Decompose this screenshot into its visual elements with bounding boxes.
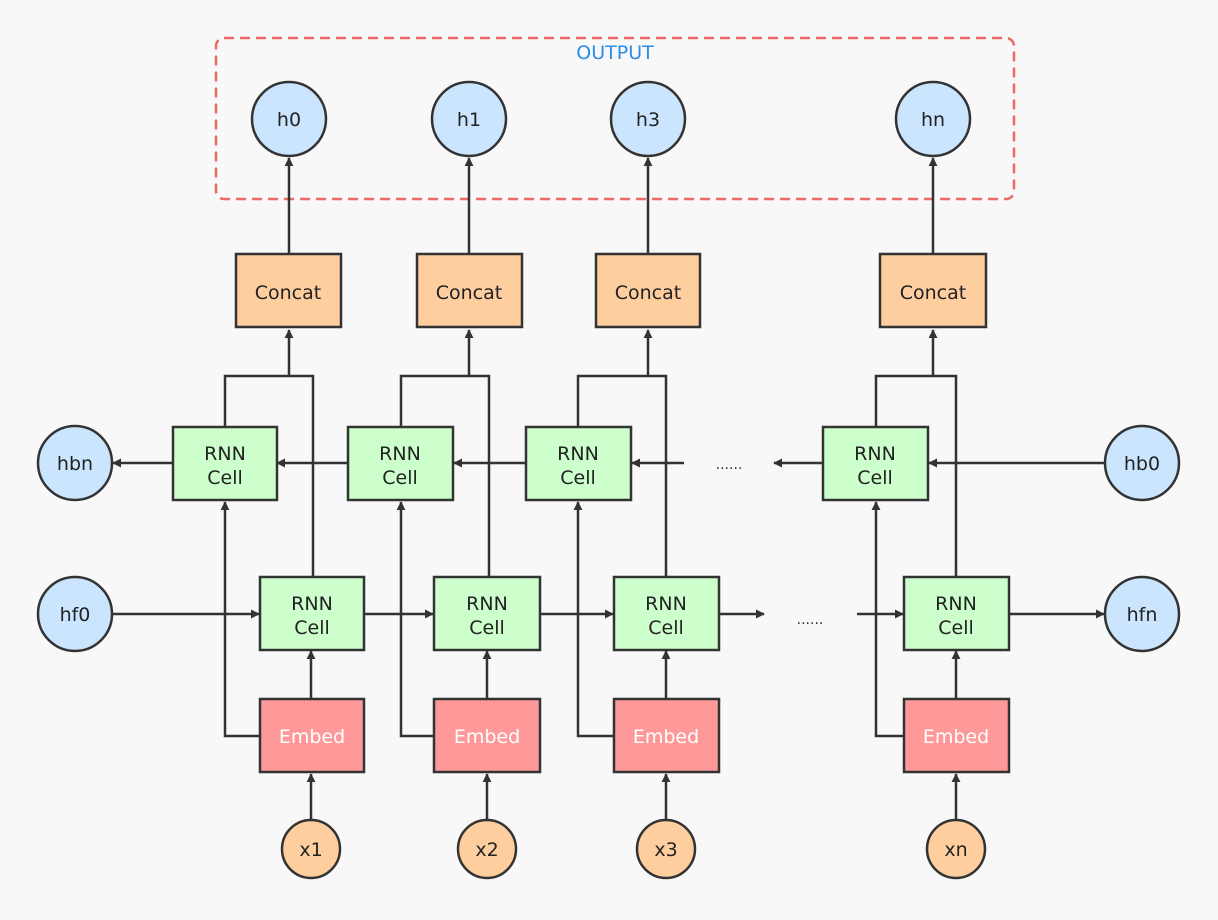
output-node-h3: h3 — [609, 80, 687, 158]
rnn-cell-label-line2: Cell — [857, 467, 893, 489]
backward-rnn-cell: RNN Cell — [171, 425, 279, 502]
rnn-cell-label-line1: RNN — [466, 593, 508, 615]
embed-label: Embed — [279, 726, 345, 748]
output-group-label: OUTPUT — [576, 42, 654, 64]
output-group-border — [214, 36, 1016, 201]
embed-label: Embed — [633, 726, 699, 748]
input-node-x2: x2 — [456, 818, 518, 880]
rnn-cell-label-line1: RNN — [379, 443, 421, 465]
rnn-cell-label-line2: Cell — [648, 617, 684, 639]
rnn-cell-label-line1: RNN — [291, 593, 333, 615]
backward-ellipsis: ...... — [716, 457, 743, 473]
rnn-cell-label-line1: RNN — [557, 443, 599, 465]
input-node-x3: x3 — [635, 818, 697, 880]
output-node-hn: hn — [894, 80, 972, 158]
output-node-label: h1 — [457, 109, 481, 131]
rnn-cell-label-line1: RNN — [204, 443, 246, 465]
concat-box: Concat — [234, 252, 343, 329]
state-node-label: hf0 — [60, 604, 91, 626]
state-node-label: hfn — [1127, 604, 1158, 626]
forward-ellipsis: ...... — [797, 612, 824, 628]
concat-label: Concat — [615, 282, 681, 304]
state-node-label: hb0 — [1124, 453, 1160, 475]
input-node-x1: x1 — [280, 818, 342, 880]
output-node-label: h3 — [636, 109, 660, 131]
input-node-label: x1 — [299, 839, 322, 861]
backward-rnn-cell: RNN Cell — [821, 425, 930, 502]
output-node-h1: h1 — [430, 80, 508, 158]
rnn-cell-label-line2: Cell — [207, 467, 243, 489]
state-node-label: hbn — [57, 453, 93, 475]
rnn-cell-label-line2: Cell — [560, 467, 596, 489]
concat-label: Concat — [900, 282, 966, 304]
forward-final-state-node: hfn — [1103, 575, 1181, 653]
connectors — [112, 157, 1105, 820]
rnn-cell-label-line2: Cell — [382, 467, 418, 489]
output-node-label: hn — [921, 109, 945, 131]
forward-rnn-cell: RNN Cell — [432, 575, 542, 652]
backward-final-state-node: hbn — [36, 424, 114, 502]
embed-label: Embed — [454, 726, 520, 748]
embed-box: Embed — [258, 697, 366, 774]
output-node-label: h0 — [277, 109, 301, 131]
rnn-cell-label-line1: RNN — [935, 593, 977, 615]
rnn-cell-label-line1: RNN — [854, 443, 896, 465]
forward-rnn-cell: RNN Cell — [902, 575, 1011, 652]
input-node-label: x2 — [475, 839, 498, 861]
forward-rnn-cell: RNN Cell — [612, 575, 721, 652]
embed-label: Embed — [923, 726, 989, 748]
embed-box: Embed — [612, 697, 721, 774]
rnn-cell-label-line2: Cell — [938, 617, 974, 639]
rnn-cell-label-line2: Cell — [294, 617, 330, 639]
output-node-h0: h0 — [250, 80, 328, 158]
concat-box: Concat — [415, 252, 524, 329]
forward-initial-state-node: hf0 — [36, 575, 114, 653]
input-node-label: x3 — [654, 839, 677, 861]
input-node-label: xn — [944, 839, 967, 861]
backward-initial-state-node: hb0 — [1103, 424, 1181, 502]
embed-box: Embed — [902, 697, 1011, 774]
input-node-xn: xn — [925, 818, 987, 880]
backward-rnn-cell: RNN Cell — [346, 425, 455, 502]
forward-rnn-cell: RNN Cell — [258, 575, 366, 652]
concat-label: Concat — [436, 282, 502, 304]
concat-box: Concat — [594, 252, 702, 329]
concat-label: Concat — [255, 282, 321, 304]
rnn-cell-label-line2: Cell — [469, 617, 505, 639]
backward-rnn-cell: RNN Cell — [524, 425, 633, 502]
concat-box: Concat — [878, 252, 988, 329]
embed-box: Embed — [432, 697, 542, 774]
rnn-cell-label-line1: RNN — [645, 593, 687, 615]
